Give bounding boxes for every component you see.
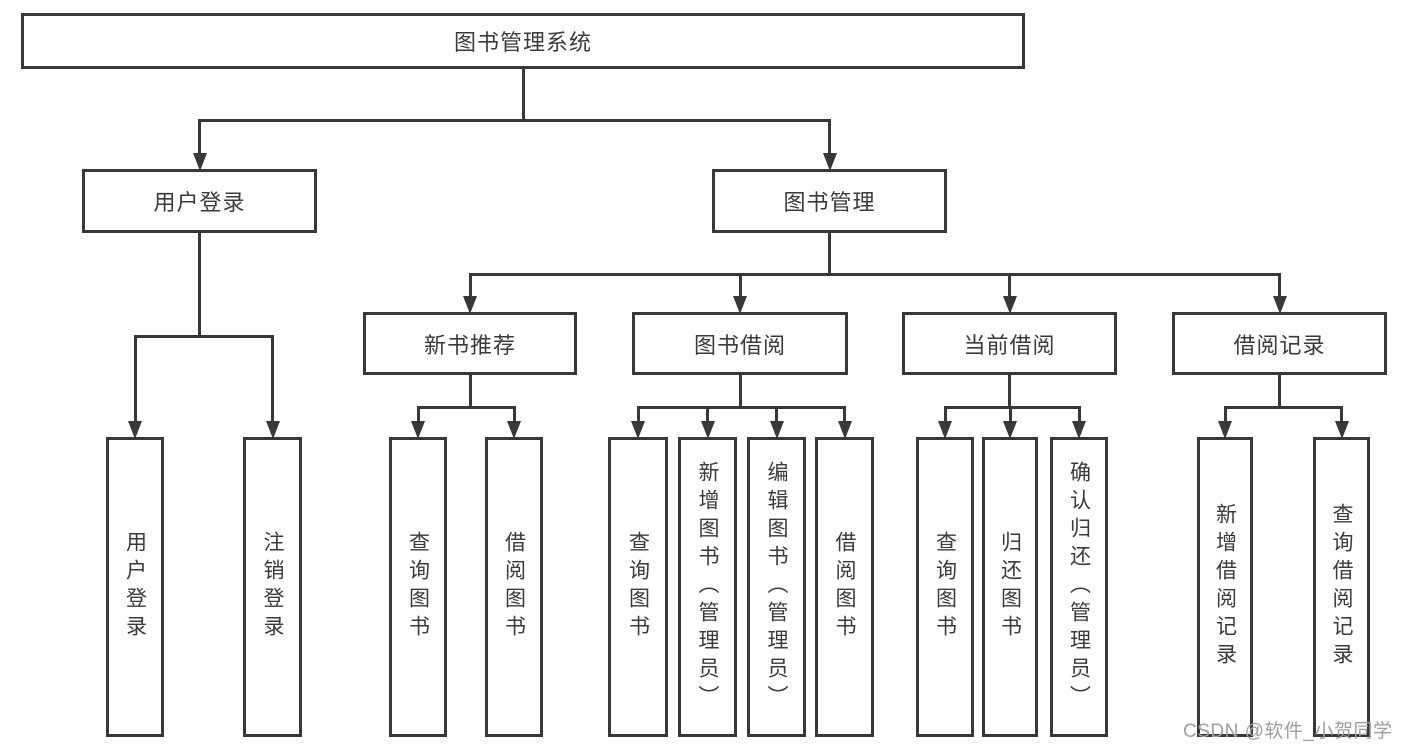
connector-branch <box>636 406 846 409</box>
connector-drop <box>1008 273 1011 297</box>
connector-stem <box>1008 375 1011 409</box>
connector-branch <box>468 273 1281 276</box>
arrow-down-icon <box>265 421 280 439</box>
connector-drop <box>738 273 742 297</box>
arrow-down-icon <box>822 153 837 171</box>
diagram-box-current-borrow: 当前借阅 <box>902 312 1117 375</box>
diagram-box-book-borrow: 图书借阅 <box>632 312 848 375</box>
diagram-box-v-user-login: 用户登录 <box>106 437 164 737</box>
connector-branch <box>416 406 516 409</box>
diagram-box-new-book-rec: 新书推荐 <box>363 312 577 375</box>
connector-drop <box>828 119 831 154</box>
diagram-box-v-confirm-return: 确认归还（管理员） <box>1050 437 1108 737</box>
arrow-down-icon <box>1002 296 1017 314</box>
diagram-box-root: 图书管理系统 <box>21 13 1025 69</box>
arrow-down-icon <box>631 421 645 439</box>
diagram-box-v-add-borrow-record: 新增借阅记录 <box>1197 437 1253 737</box>
connector-drop <box>198 119 201 154</box>
connector-drop <box>512 406 516 422</box>
connector-drop <box>1340 406 1343 422</box>
connector-drop <box>636 406 640 422</box>
connector-branch <box>133 335 274 338</box>
diagram-box-v-edit-books: 编辑图书（管理员） <box>747 437 806 737</box>
connector-drop <box>1008 406 1012 422</box>
diagram-box-user-login: 用户登录 <box>82 169 317 233</box>
diagram-box-v-query-books-1: 查询图书 <box>389 437 447 737</box>
arrow-down-icon <box>769 421 784 439</box>
connector-drop <box>943 406 947 422</box>
connector-drop <box>843 406 846 422</box>
diagram-box-book-mgmt: 图书管理 <box>712 169 947 233</box>
arrow-down-icon <box>1272 296 1287 314</box>
arrow-down-icon <box>1003 421 1017 439</box>
diagram-box-v-return-books: 归还图书 <box>982 437 1038 737</box>
connector-drop <box>271 335 274 422</box>
connector-drop <box>1223 406 1227 422</box>
arrow-down-icon <box>837 421 852 439</box>
connector-branch <box>198 119 831 122</box>
connector-drop <box>775 406 778 422</box>
connector-branch <box>1223 406 1343 409</box>
arrow-down-icon <box>1072 421 1086 439</box>
arrow-down-icon <box>1334 421 1349 439</box>
arrow-down-icon <box>128 421 142 439</box>
arrow-down-icon <box>1218 421 1232 439</box>
diagram-box-v-query-books-2: 查询图书 <box>608 437 668 737</box>
diagram-box-v-query-books-3: 查询图书 <box>916 437 974 737</box>
diagram-box-borrow-records: 借阅记录 <box>1172 312 1387 375</box>
connector-branch <box>943 406 1081 409</box>
connector-drop <box>133 335 137 422</box>
arrow-down-icon <box>507 421 521 439</box>
connector-drop <box>468 273 472 297</box>
diagram-box-v-borrow-books-2: 借阅图书 <box>815 437 874 737</box>
connector-drop <box>1077 406 1081 422</box>
connector-drop <box>416 406 420 422</box>
arrow-down-icon <box>411 421 425 439</box>
connector-stem <box>828 233 831 276</box>
connector-stem <box>738 375 742 409</box>
diagram-box-v-query-borrow-record: 查询借阅记录 <box>1313 437 1370 737</box>
connector-stem <box>198 233 201 338</box>
connector-stem <box>1278 375 1281 409</box>
arrow-down-icon <box>463 296 477 314</box>
connector-drop <box>706 406 709 422</box>
csdn-watermark: CSDN @软件_小贺同学 <box>1183 721 1393 742</box>
connector-drop <box>1278 273 1281 297</box>
connector-stem <box>468 375 472 409</box>
connector-stem <box>521 69 525 122</box>
arrow-down-icon <box>700 421 715 439</box>
diagram-box-v-borrow-books-1: 借阅图书 <box>485 437 543 737</box>
arrow-down-icon <box>938 421 952 439</box>
arrow-down-icon <box>733 296 747 314</box>
arrow-down-icon <box>192 153 207 171</box>
diagram-box-v-logout: 注销登录 <box>243 437 302 737</box>
diagram-box-v-add-books: 新增图书（管理员） <box>678 437 737 737</box>
